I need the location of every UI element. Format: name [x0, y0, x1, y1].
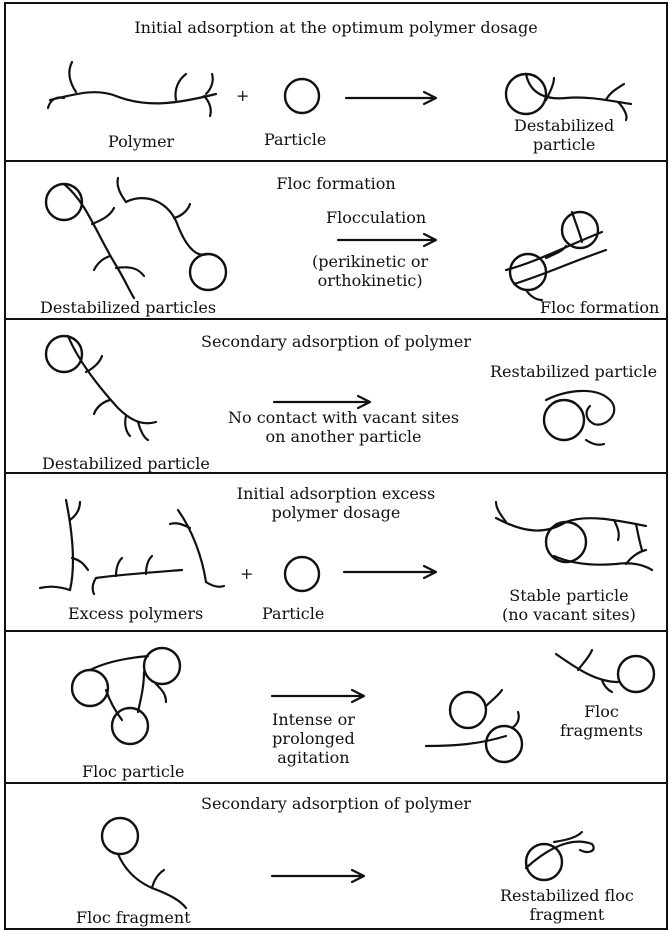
result-label: Floc formation — [540, 298, 659, 317]
particle-label: Particle — [264, 130, 326, 149]
polymer-branch — [70, 502, 80, 520]
left-label: Excess polymers — [68, 604, 203, 623]
arrow-bottom-label: (perikinetic or orthokinetic) — [312, 252, 428, 290]
polymer-branch — [578, 650, 592, 670]
panel-drawing — [6, 162, 666, 318]
polymer-branch — [486, 690, 502, 706]
polymer-chain — [118, 854, 186, 908]
polymer-chain — [138, 672, 144, 712]
panel-floc-breakup: Floc particle Intense or prolonged agita… — [4, 630, 668, 784]
polymer-branch — [206, 74, 213, 94]
polymer-chain — [90, 656, 148, 670]
particle-circle — [285, 557, 319, 591]
polymer-branch — [618, 102, 627, 120]
panel-secondary-adsorption-floc: Secondary adsorption of polymer Floc fra… — [4, 782, 668, 930]
polymer-branch — [614, 520, 619, 540]
polymer-branch — [606, 84, 624, 100]
plus-symbol: + — [240, 564, 253, 583]
result-label: Floc fragments — [560, 702, 643, 740]
particle-circle — [562, 212, 598, 248]
result-label: Restabilized particle — [490, 362, 657, 381]
particle-circle — [46, 184, 82, 220]
polymer-branch — [204, 96, 211, 116]
polymer-chain — [496, 518, 646, 531]
polymer-label: Polymer — [108, 132, 174, 151]
polymer-branch — [554, 832, 582, 842]
particle-circle — [544, 400, 584, 440]
polymer-branch — [72, 558, 88, 570]
polymer-branch — [93, 578, 96, 594]
polymer-branch — [94, 256, 110, 270]
polymer-branch — [92, 208, 114, 224]
panel-initial-adsorption: Initial adsorption at the optimum polyme… — [4, 2, 668, 162]
left-label: Destabilized particle — [42, 454, 210, 473]
polymer-chain — [426, 736, 506, 746]
polymer-chain — [126, 198, 208, 255]
polymer-branch — [117, 178, 126, 202]
arrow-top-label: Flocculation — [326, 208, 426, 227]
particle-circle — [102, 818, 138, 854]
polymer-branch — [174, 204, 190, 218]
particle-circle — [450, 692, 486, 728]
arrow-bottom-label: No contact with vacant sites on another … — [228, 408, 459, 446]
polymer-branch — [156, 684, 166, 702]
polymer-branch — [146, 556, 152, 574]
panel-secondary-adsorption: Secondary adsorption of polymer Destabil… — [4, 318, 668, 474]
polymer-branch — [512, 712, 519, 728]
polymer-branch — [636, 524, 642, 550]
particle-label: Particle — [262, 604, 324, 623]
polymer-branch — [152, 870, 164, 888]
polymer-chain — [50, 92, 216, 103]
left-label: Floc particle — [82, 762, 184, 781]
particle-circle — [486, 726, 522, 762]
polymer-chain — [506, 232, 602, 270]
polymer-branch — [626, 550, 646, 564]
particle-circle — [72, 670, 108, 706]
flocculation-mechanism-diagram: Initial adsorption at the optimum polyme… — [4, 2, 668, 930]
left-label: Floc fragment — [76, 908, 191, 927]
left-label: Destabilized particles — [40, 298, 216, 317]
polymer-branch — [40, 587, 70, 590]
panel-drawing — [6, 320, 666, 472]
result-label: Destabilized particle — [514, 116, 614, 154]
result-label: Stable particle (no vacant sites) — [502, 586, 636, 624]
arrow-bottom-label: Intense or prolonged agitation — [272, 710, 355, 767]
polymer-chain — [64, 184, 134, 298]
panel-excess-dosage: Initial adsorption excess polymer dosage — [4, 472, 668, 632]
polymer-branch — [206, 582, 224, 587]
polymer-branch — [138, 422, 148, 440]
polymer-branch — [86, 356, 102, 372]
result-label: Restabilized floc fragment — [500, 886, 634, 924]
particle-circle — [144, 648, 180, 684]
polymer-branch — [175, 74, 186, 100]
particle-circle — [618, 656, 654, 692]
polymer-branch — [572, 212, 582, 242]
polymer-branch — [116, 558, 122, 576]
polymer-chain — [178, 510, 206, 582]
polymer-branch — [94, 400, 110, 414]
polymer-branch — [125, 416, 130, 436]
polymer-branch — [69, 62, 76, 92]
polymer-branch — [586, 440, 604, 445]
polymer-chain — [66, 500, 73, 590]
polymer-chain — [96, 570, 182, 578]
panel-floc-formation: Floc formation Destabilized particles — [4, 160, 668, 320]
particle-circle — [285, 79, 319, 113]
particle-circle — [190, 254, 226, 290]
plus-symbol: + — [236, 86, 249, 105]
